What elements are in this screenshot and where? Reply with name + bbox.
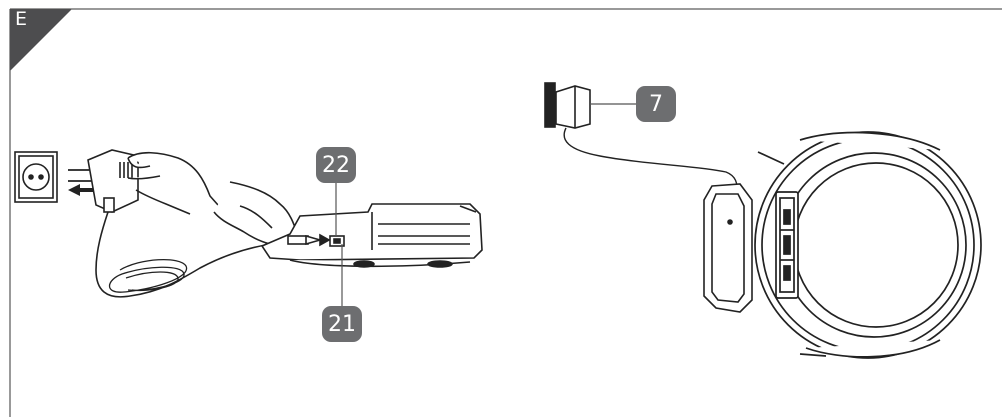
cable-coil [108, 258, 188, 293]
section-corner-tab [10, 9, 72, 71]
robot-side-view [260, 203, 483, 268]
callout-7-label: 7 [649, 91, 663, 117]
callout-22-label: 22 [322, 152, 350, 178]
dc-plug-icon [287, 233, 331, 247]
figure-frame [9, 8, 1002, 417]
callout-21: 21 [322, 306, 362, 342]
hand-left-icon [127, 151, 227, 215]
wall-socket-icon [14, 151, 58, 203]
docking-station-icon [703, 183, 753, 313]
robot-top-view [754, 131, 982, 359]
power-adapter-icon [87, 149, 139, 213]
section-label: E [15, 8, 28, 30]
callout-7: 7 [636, 86, 676, 122]
callout-22: 22 [316, 147, 356, 183]
wall-adapter-icon [544, 82, 591, 129]
callout-21-label: 21 [328, 311, 356, 337]
dock-cable [563, 127, 738, 191]
adapter-cable [95, 211, 291, 298]
